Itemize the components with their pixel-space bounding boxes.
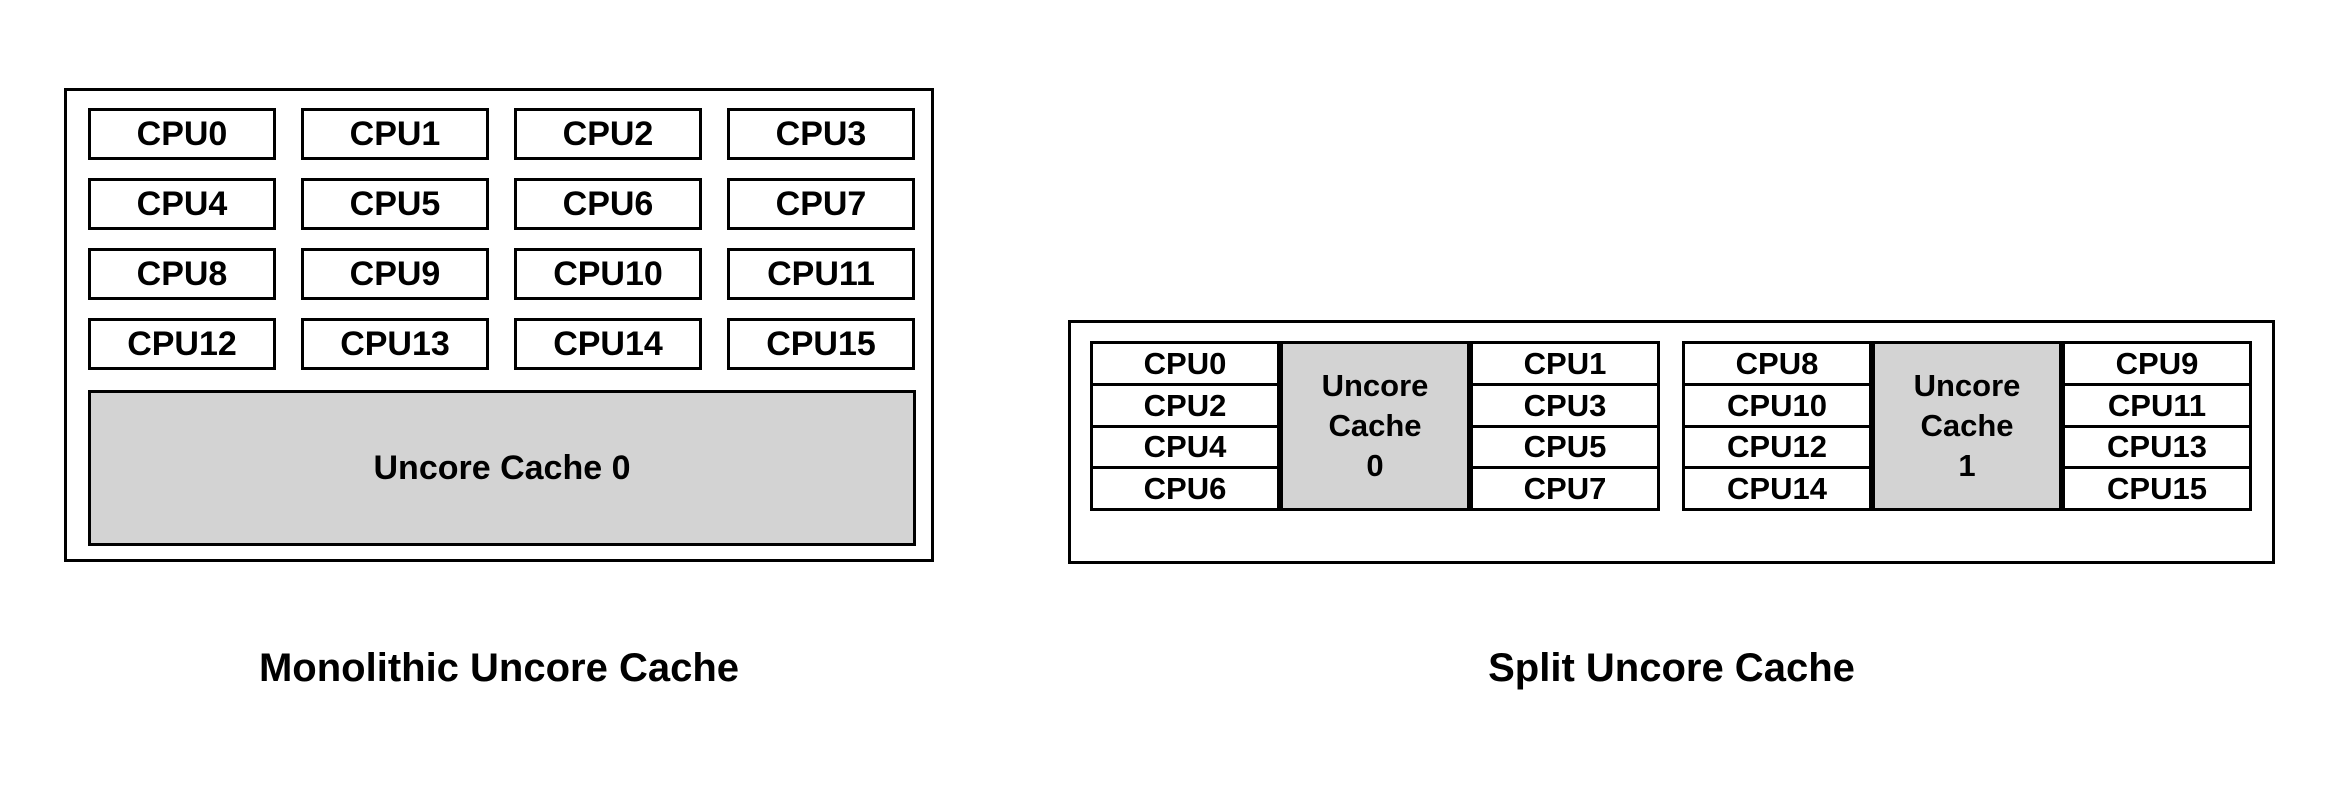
uncore-cache-label-line2: Cache [1920,408,2014,444]
split-figure-caption: Split Uncore Cache [1488,646,1855,690]
cpu-box: CPU2 [1093,385,1277,428]
monolithic-cpu-grid: CPU0 CPU1 CPU2 CPU3 CPU4 CPU5 CPU6 CPU7 … [88,108,916,370]
uncore-cache-block: Uncore Cache 0 [1280,341,1470,511]
cpu-column-left: CPU8 CPU10 CPU12 CPU14 [1682,341,1872,511]
cpu-box: CPU7 [1473,469,1657,508]
cpu-box: CPU6 [514,178,702,230]
uncore-cache-label-line2: Cache [1328,408,1422,444]
uncore-cache-block: Uncore Cache 0 [88,390,916,546]
cpu-box: CPU10 [514,248,702,300]
uncore-cache-block: Uncore Cache 1 [1872,341,2062,511]
uncore-cache-label-line3: 1 [1958,447,1976,483]
cpu-column-right: CPU9 CPU11 CPU13 CPU15 [2062,341,2252,511]
cpu-box: CPU1 [1473,344,1657,386]
cpu-box: CPU8 [1685,344,1869,386]
cpu-box: CPU10 [1685,385,1869,428]
uncore-cache-label-line1: Uncore [1913,368,2021,404]
cpu-cache-cluster: CPU8 CPU10 CPU12 CPU14 Uncore Cache 1 CP… [1682,341,2252,511]
cpu-box: CPU11 [2065,385,2249,428]
cpu-box: CPU5 [301,178,489,230]
cpu-box: CPU2 [514,108,702,160]
cpu-box: CPU0 [1093,344,1277,386]
cpu-box: CPU3 [1473,385,1657,428]
cpu-box: CPU12 [88,318,276,370]
cpu-box: CPU13 [2065,427,2249,470]
cpu-box: CPU4 [88,178,276,230]
cpu-box: CPU6 [1093,469,1277,508]
uncore-cache-label-line3: 0 [1366,447,1384,483]
cpu-box: CPU14 [1685,469,1869,508]
split-uncore-cache-panel: CPU0 CPU2 CPU4 CPU6 Uncore Cache 0 CPU1 … [1068,320,2275,564]
split-cluster-row: CPU0 CPU2 CPU4 CPU6 Uncore Cache 0 CPU1 … [1090,341,2252,511]
monolithic-uncore-cache-panel: CPU0 CPU1 CPU2 CPU3 CPU4 CPU5 CPU6 CPU7 … [64,88,934,562]
cpu-box: CPU9 [2065,344,2249,386]
cpu-column-left: CPU0 CPU2 CPU4 CPU6 [1090,341,1280,511]
cpu-box: CPU0 [88,108,276,160]
cpu-box: CPU14 [514,318,702,370]
cpu-box: CPU9 [301,248,489,300]
cpu-box: CPU11 [727,248,915,300]
cpu-box: CPU3 [727,108,915,160]
cpu-cache-cluster: CPU0 CPU2 CPU4 CPU6 Uncore Cache 0 CPU1 … [1090,341,1660,511]
cpu-box: CPU15 [727,318,915,370]
cpu-box: CPU15 [2065,469,2249,508]
monolithic-figure-caption: Monolithic Uncore Cache [258,646,740,690]
cpu-box: CPU8 [88,248,276,300]
cpu-box: CPU4 [1093,427,1277,470]
cpu-box: CPU12 [1685,427,1869,470]
cpu-column-right: CPU1 CPU3 CPU5 CPU7 [1470,341,1660,511]
uncore-cache-label-line1: Uncore [1321,368,1429,404]
cpu-box: CPU1 [301,108,489,160]
cpu-box: CPU5 [1473,427,1657,470]
cpu-box: CPU13 [301,318,489,370]
cpu-box: CPU7 [727,178,915,230]
